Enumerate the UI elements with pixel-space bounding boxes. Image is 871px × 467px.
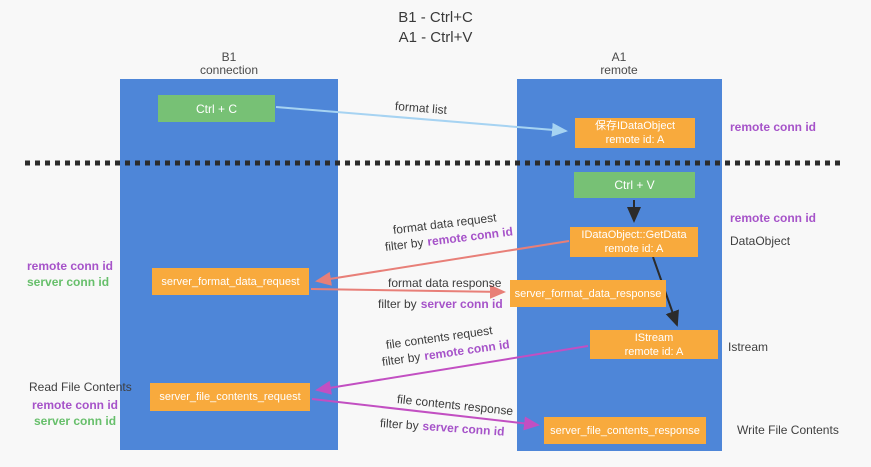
file-contents-response-label: file contents response	[396, 392, 514, 419]
left-server-conn-id-bottom: server conn id	[34, 414, 117, 428]
right-column-name: A1	[611, 50, 627, 64]
istream-margin-label: Istream	[728, 340, 769, 354]
server-file-contents-response-box: server_file_contents_response	[544, 417, 706, 444]
server-conn-id-text: server conn id	[422, 418, 505, 439]
idataobject-getdata-box: IDataObject::GetData remote id: A	[570, 227, 698, 257]
left-column-header: B1 connection	[154, 51, 304, 77]
server-format-data-response-box: server_format_data_response	[510, 280, 666, 307]
ctrl-c-label: Ctrl + C	[195, 101, 237, 116]
format-list-label: format list	[394, 99, 448, 118]
ctrl-c-box: Ctrl + C	[158, 95, 275, 122]
getdata-line1: IDataObject::GetData	[581, 229, 687, 241]
server-format-data-request-label: server_format_data_request	[161, 275, 300, 288]
title-line-a1: A1 - Ctrl+V	[398, 29, 473, 46]
istream-box: IStream remote id: A	[590, 330, 718, 359]
read-file-contents-label: Read File Contents	[29, 380, 132, 394]
right-remote-conn-id-mid: remote conn id	[730, 211, 817, 225]
save-idataobject-line1: 保存IDataObject	[594, 120, 676, 132]
filter-by-text: filter by	[381, 349, 422, 369]
server-file-contents-request-box: server_file_contents_request	[150, 383, 310, 411]
right-column-subtitle: remote	[600, 63, 638, 77]
left-remote-conn-id-top: remote conn id	[27, 259, 114, 273]
server-conn-id-text: server conn id	[420, 297, 503, 311]
filter-by-text: filter by	[378, 297, 417, 311]
getdata-line2: remote id: A	[604, 243, 664, 255]
title-line-b1: B1 - Ctrl+C	[398, 9, 473, 26]
server-file-contents-request-label: server_file_contents_request	[159, 391, 301, 403]
left-column-subtitle: connection	[199, 63, 259, 77]
right-remote-conn-id-top: remote conn id	[730, 120, 817, 134]
filter-by-text: filter by	[384, 235, 425, 254]
server-file-contents-response-label: server_file_contents_response	[550, 424, 700, 437]
ctrl-v-box: Ctrl + V	[574, 172, 695, 198]
server-format-data-request-box: server_format_data_request	[152, 268, 309, 295]
save-idataobject-box: 保存IDataObject remote id: A	[575, 118, 695, 148]
write-file-contents-label: Write File Contents	[737, 423, 839, 437]
dataobject-label: DataObject	[730, 234, 791, 248]
left-server-conn-id-top: server conn id	[27, 275, 110, 289]
left-column-name: B1	[221, 50, 237, 64]
right-column-header: A1 remote	[544, 51, 694, 77]
server-format-data-response-label: server_format_data_response	[514, 287, 662, 300]
left-remote-conn-id-bottom: remote conn id	[32, 398, 119, 412]
filter-by-text: filter by	[379, 416, 420, 433]
diagram-title: B1 - Ctrl+C A1 - Ctrl+V	[0, 8, 871, 48]
istream-line1: IStream	[634, 331, 674, 344]
istream-line2: remote id: A	[624, 345, 684, 358]
save-idataobject-line2: remote id: A	[605, 134, 665, 146]
format-data-response-label: format data response	[388, 276, 502, 290]
ctrl-v-label: Ctrl + V	[614, 178, 655, 192]
